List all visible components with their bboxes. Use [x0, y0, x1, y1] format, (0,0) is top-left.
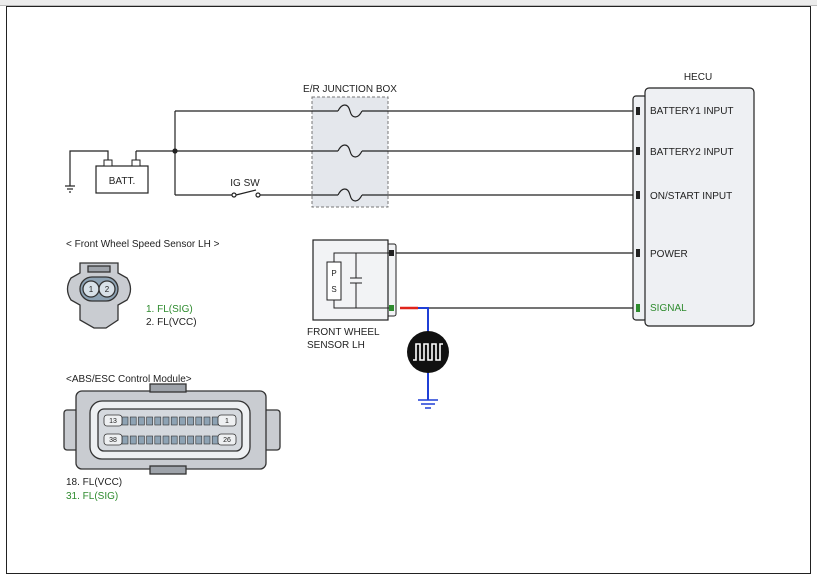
module-pin-cell	[203, 435, 211, 445]
module-pin-cell	[187, 416, 194, 426]
ignition-switch-label: IG SW	[230, 178, 260, 189]
module-pin-number-box	[103, 414, 123, 427]
module-pin-31-label: 31. FL(SIG)	[66, 491, 118, 502]
module-pin-1: 1	[225, 418, 229, 425]
module-pin-cell	[138, 416, 145, 426]
fuse-3	[337, 188, 363, 202]
hecu-module	[644, 87, 755, 327]
fuse-1	[337, 104, 363, 118]
wire-ground-left	[69, 150, 109, 186]
module-pin-cell	[146, 435, 153, 445]
module-pin-cell	[203, 416, 211, 426]
junction-box-title: E/R JUNCTION BOX	[303, 84, 397, 95]
sensor-pin-power	[389, 250, 394, 256]
module-pin-26: 26	[223, 437, 231, 444]
module-pin-cell	[146, 416, 153, 426]
hecu-pins	[636, 107, 640, 312]
module-pin-cell	[195, 416, 203, 426]
module-pin-cell	[138, 435, 145, 445]
module-pin-18-label: 18. FL(VCC)	[66, 477, 122, 488]
module-pin-cell	[129, 416, 137, 426]
hecu-input-battery2: BATTERY2 INPUT	[650, 147, 734, 158]
module-pin-cell	[154, 435, 162, 445]
sensor-p-label: P	[331, 269, 336, 278]
sensor-connector-graphic	[66, 262, 132, 329]
ignition-switch	[231, 189, 261, 198]
module-pin-cell	[154, 416, 162, 426]
module-pin-number-box	[217, 433, 237, 446]
sensor-pin-2-label: 2. FL(VCC)	[146, 317, 197, 328]
battery-pos-terminal	[131, 159, 141, 167]
sensor-internal-wiring	[333, 252, 389, 309]
sensor-name-line2: SENSOR LH	[307, 340, 365, 351]
sensor-element	[326, 261, 342, 301]
module-pin-cell	[162, 416, 170, 426]
sensor-pin-signal	[389, 305, 394, 311]
module-pin-number-box	[103, 433, 123, 446]
battery-neg-terminal	[103, 159, 113, 167]
module-pin-cell	[121, 435, 129, 445]
module-connector-graphic	[63, 383, 281, 475]
module-connector-title: <ABS/ESC Control Module>	[66, 374, 192, 385]
sensor-connector-pin1: 1	[89, 285, 94, 294]
sensor-s-label: S	[331, 285, 336, 294]
module-pin-cell	[121, 416, 129, 426]
hecu-title: HECU	[684, 72, 712, 83]
sensor-connector-pin2: 2	[105, 285, 110, 294]
window-top-strip	[0, 0, 817, 6]
module-pin-number-box	[217, 414, 237, 427]
hecu-input-signal: SIGNAL	[650, 303, 687, 314]
sensor-connector-title: < Front Wheel Speed Sensor LH >	[66, 239, 220, 250]
sensor-name-line1: FRONT WHEEL	[307, 327, 380, 338]
module-pin-cell	[211, 435, 219, 445]
battery	[95, 165, 149, 194]
module-pin-cell	[195, 435, 203, 445]
splice-dot	[172, 148, 178, 154]
module-pin-cell	[170, 416, 178, 426]
hecu-input-power: POWER	[650, 249, 688, 260]
module-pin-cell	[179, 416, 186, 426]
module-pin-cell	[187, 435, 194, 445]
battery-label: BATT.	[109, 176, 135, 187]
sensor-pin-1-label: 1. FL(SIG)	[146, 304, 193, 315]
module-pin-13: 13	[109, 418, 117, 425]
pulse-waveform	[413, 343, 443, 361]
ground-symbol-left	[65, 185, 75, 193]
module-pin-38: 38	[109, 437, 117, 444]
module-pin-cell	[129, 435, 137, 445]
module-pin-cell	[211, 416, 219, 426]
ground-symbol-probe	[418, 399, 438, 409]
fuse-2	[337, 144, 363, 158]
hecu-input-battery1: BATTERY1 INPUT	[650, 106, 734, 117]
module-pin-cell	[170, 435, 178, 445]
module-pin-cell	[179, 435, 186, 445]
hecu-input-onstart: ON/START INPUT	[650, 191, 732, 202]
module-connector-pins	[103, 414, 237, 446]
module-pin-cell	[162, 435, 170, 445]
